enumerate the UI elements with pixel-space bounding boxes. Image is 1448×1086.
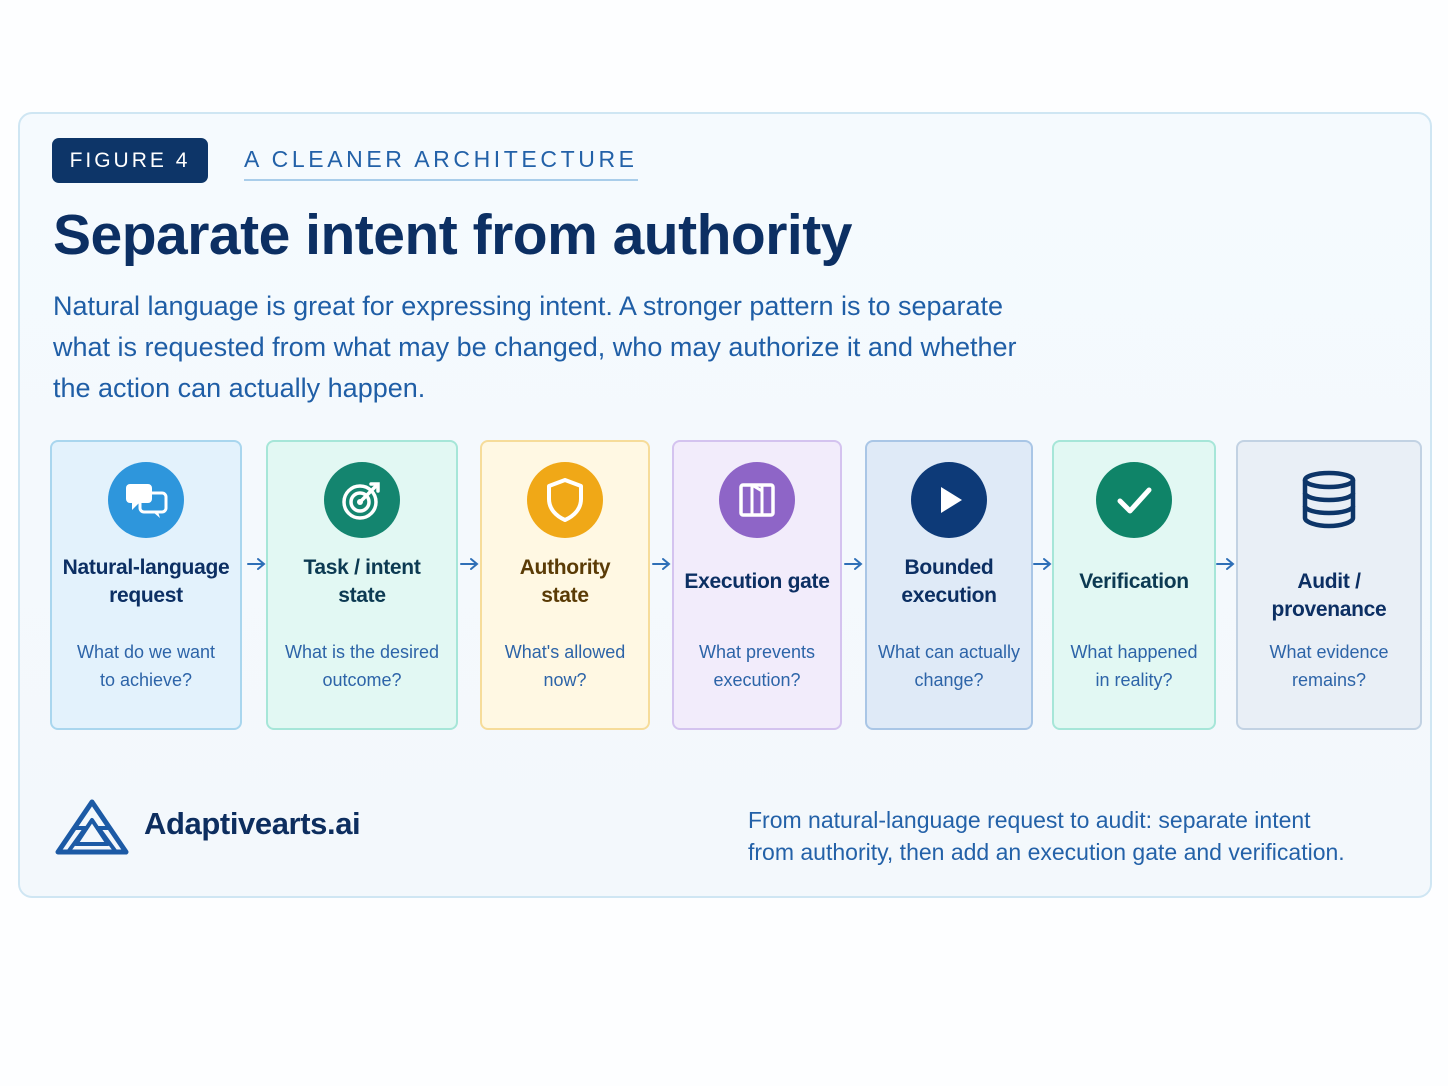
step-question-line: remains? (1291, 670, 1367, 690)
step-question-line: to achieve? (99, 670, 193, 690)
step-question-line: execution? (713, 670, 801, 690)
step-question-line: What's allowed (504, 642, 626, 662)
step-authority-state: Authority state What's allowed now? (480, 440, 650, 730)
arrow-right-icon (1033, 558, 1052, 570)
step-question-line: What is the desired (284, 642, 440, 662)
step-title: Authority state (482, 554, 648, 610)
caption-line: from authority, then add an execution ga… (748, 839, 1345, 865)
step-title: Execution gate (674, 568, 840, 596)
step-title-line: state (338, 584, 386, 607)
step-task-intent-state: Task / intent state What is the desired … (266, 440, 458, 730)
figure-kicker: A CLEANER ARCHITECTURE (244, 146, 638, 181)
step-title: Natural-language request (52, 554, 240, 610)
step-bounded-execution: Bounded execution What can actually chan… (865, 440, 1033, 730)
chat-bubbles-icon (108, 462, 184, 538)
step-question: What prevents execution? (674, 638, 840, 694)
lede-line: Natural language is great for expressing… (53, 291, 1004, 321)
step-question: What evidence remains? (1238, 638, 1420, 694)
database-icon (1291, 462, 1367, 538)
step-question-line: now? (543, 670, 587, 690)
step-question-line: What evidence (1269, 642, 1389, 662)
figure-caption: From natural-language request to audit: … (748, 804, 1408, 868)
step-question-line: change? (914, 670, 984, 690)
step-verification: Verification What happened in reality? (1052, 440, 1216, 730)
step-question-line: What can actually (877, 642, 1021, 662)
lede-line: what is requested from what may be chang… (53, 332, 1017, 362)
step-title-line: Bounded (904, 556, 994, 579)
checkmark-icon (1096, 462, 1172, 538)
step-question: What do we want to achieve? (52, 638, 240, 694)
step-question-line: in reality? (1095, 670, 1173, 690)
step-question: What happened in reality? (1054, 638, 1214, 694)
play-icon (911, 462, 987, 538)
step-question-line: outcome? (322, 670, 402, 690)
step-question: What can actually change? (867, 638, 1031, 694)
figure-title: Separate intent from authority (53, 203, 852, 267)
step-question-line: What do we want (76, 642, 216, 662)
lede-line: the action can actually happen. (53, 373, 426, 403)
step-title-line: request (109, 584, 183, 607)
arrow-right-icon (652, 558, 671, 570)
step-question: What's allowed now? (482, 638, 648, 694)
step-natural-language-request: Natural-language request What do we want… (50, 440, 242, 730)
arrow-right-icon (460, 558, 479, 570)
figure-card: FIGURE 4 A CLEANER ARCHITECTURE Separate… (18, 112, 1432, 898)
step-title: Audit / provenance (1238, 568, 1420, 624)
step-title-line: Verification (1079, 570, 1189, 593)
step-title: Task / intent state (268, 554, 456, 610)
step-title: Verification (1054, 568, 1214, 596)
arrow-right-icon (247, 558, 266, 570)
figure-badge: FIGURE 4 (52, 138, 208, 183)
step-question-line: What prevents (698, 642, 816, 662)
step-title-line: execution (901, 584, 997, 607)
step-title-line: state (541, 584, 589, 607)
brand-logo (55, 799, 129, 855)
gate-icon (719, 462, 795, 538)
step-question: What is the desired outcome? (268, 638, 456, 694)
step-title-line: Audit / provenance (1271, 570, 1387, 621)
step-execution-gate: Execution gate What prevents execution? (672, 440, 842, 730)
step-title-line: Execution gate (684, 570, 830, 593)
arrow-right-icon (844, 558, 863, 570)
brand-name: Adaptivearts.ai (144, 806, 361, 841)
step-title: Bounded execution (867, 554, 1031, 610)
arrow-right-icon (1216, 558, 1235, 570)
target-icon (324, 462, 400, 538)
step-title-line: Natural-language (62, 556, 230, 579)
figure-lede: Natural language is great for expressing… (53, 286, 1073, 409)
step-audit-provenance: Audit / provenance What evidence remains… (1236, 440, 1422, 730)
caption-line: From natural-language request to audit: … (748, 807, 1311, 833)
step-question-line: What happened (1070, 642, 1198, 662)
shield-icon (527, 462, 603, 538)
step-title-line: Task / intent (303, 556, 421, 579)
step-title-line: Authority (519, 556, 611, 579)
